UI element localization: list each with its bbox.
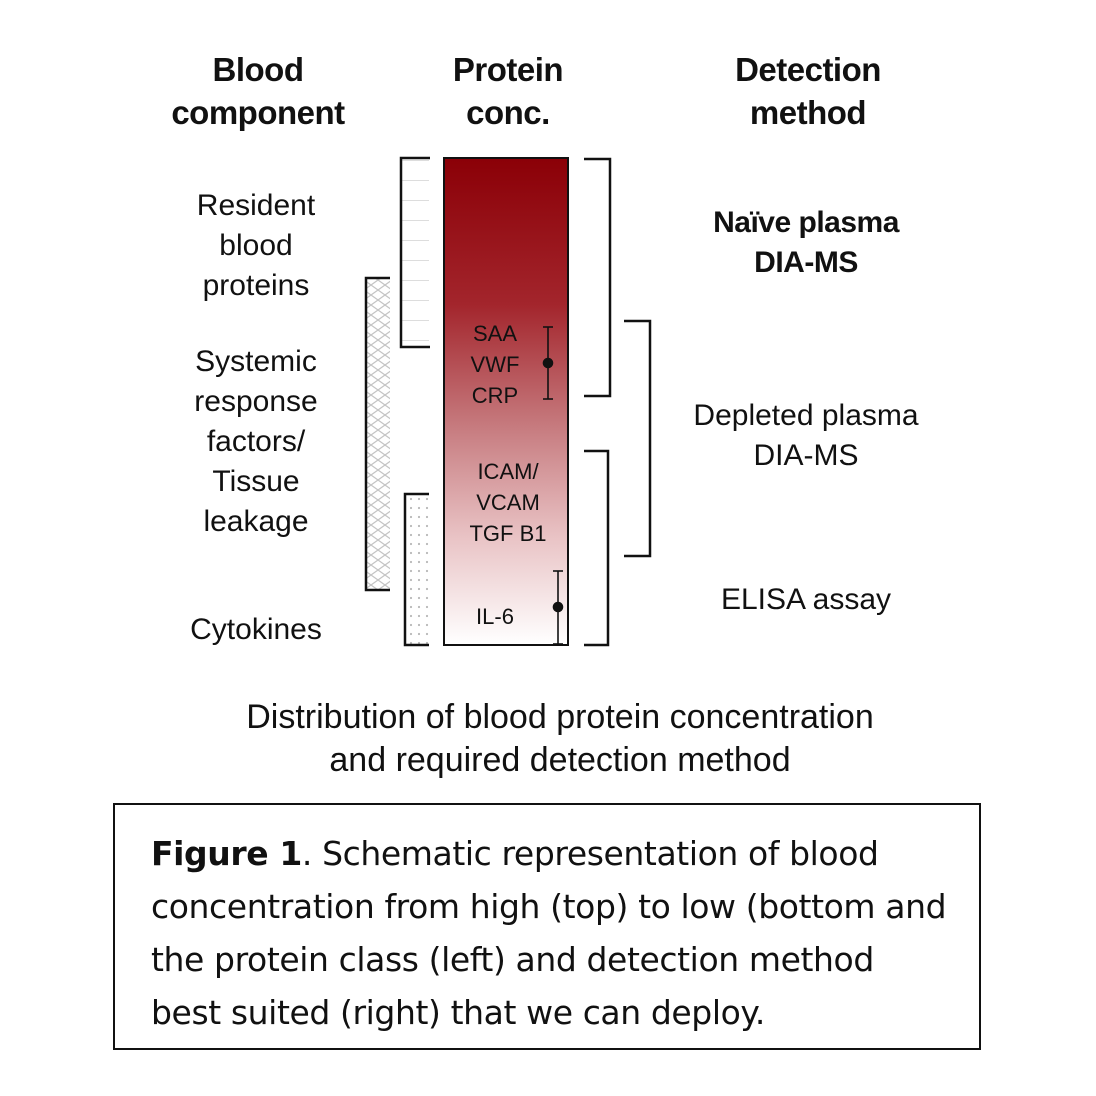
resident-bracket-fill xyxy=(401,158,429,347)
protein-il6: IL-6 xyxy=(476,604,514,629)
systemic-bracket-fill xyxy=(366,278,390,590)
component-resident-blood-proteins: Resident blood proteins xyxy=(196,189,316,302)
cytokines-bracket-fill xyxy=(405,494,429,645)
resident-bracket xyxy=(399,156,430,349)
error-bar-il6 xyxy=(552,570,564,645)
concentration-gradient-bar xyxy=(443,157,569,646)
header-blood-component: Blood component xyxy=(171,51,345,131)
header-detection-method: Detection method xyxy=(735,51,881,131)
method-naive-plasma: Naïve plasma DIA-MS xyxy=(713,206,899,279)
diagram-subtitle: Distribution of blood protein concentrat… xyxy=(246,698,874,779)
protein-group-mid: ICAM/ VCAM TGF B1 xyxy=(469,459,547,546)
systemic-bracket xyxy=(364,276,390,592)
component-systemic-response: Systemic response factors/ Tissue leakag… xyxy=(194,345,318,538)
method-depleted-plasma: Depleted plasma DIA-MS xyxy=(693,399,919,472)
error-bar-high xyxy=(542,326,554,400)
naive-plasma-bracket xyxy=(584,157,612,398)
elisa-bracket xyxy=(584,449,610,647)
cytokines-bracket xyxy=(403,492,429,647)
protein-group-high: SAA VWF CRP xyxy=(470,321,520,408)
figure-caption-box: Figure 1. Schematic representation of bl… xyxy=(113,803,981,1050)
method-elisa: ELISA assay xyxy=(720,583,892,616)
header-protein-concentration: Protein conc. xyxy=(452,51,564,131)
figure-label: Figure 1 xyxy=(151,834,302,873)
component-cytokines: Cytokines xyxy=(190,613,322,646)
figure-caption-text: . Schematic representation of blood conc… xyxy=(151,834,947,1032)
depleted-plasma-bracket xyxy=(624,319,652,558)
figure-caption: Figure 1. Schematic representation of bl… xyxy=(151,827,951,1039)
